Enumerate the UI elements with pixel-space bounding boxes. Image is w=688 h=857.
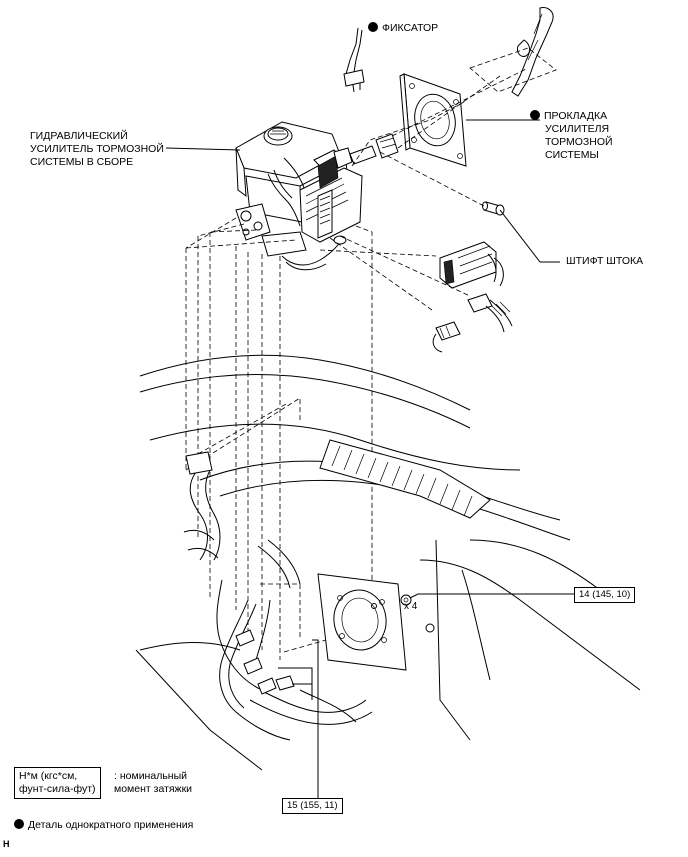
brake-pedal-arm [511,7,554,97]
booster-label: ГИДРАВЛИЧЕСКИЙ УСИЛИТЕЛЬ ТОРМОЗНОЙ СИСТЕ… [30,130,164,168]
leader-lines [165,119,574,800]
wire-harness-connectors [432,241,513,353]
nut-count-label: x 4 [404,601,418,612]
vehicle-firewall-body [135,354,641,771]
torque-spec-brake-lines: 15 (155, 11) [282,798,343,814]
push-rod-pin-label: ШТИФТ ШТОКА [566,255,644,267]
torque-unit-legend-box: Н*м (кгс*см, фунт-сила-фут) [14,767,101,799]
non-reusable-icon [14,819,24,829]
gasket-label: ПРОКЛАДКА УСИЛИТЕЛЯ ТОРМОЗНОЙ СИСТЕМЫ [530,110,613,162]
footer-code: H [3,839,10,849]
retainer-clip [343,27,365,93]
non-reusable-icon [530,110,540,120]
retainer-label: ФИКСАТОР [368,22,438,35]
brake-booster-assembly [235,121,399,271]
gasket-plate [399,73,467,167]
alignment-guides [185,67,529,660]
non-reusable-icon [368,22,378,32]
non-reusable-legend: Деталь однократного применения [14,819,193,832]
push-rod-pin [482,201,505,216]
torque-spec-nuts: 14 (145, 10) [574,587,636,603]
torque-unit-description: : номинальный момент затяжки [114,770,193,795]
